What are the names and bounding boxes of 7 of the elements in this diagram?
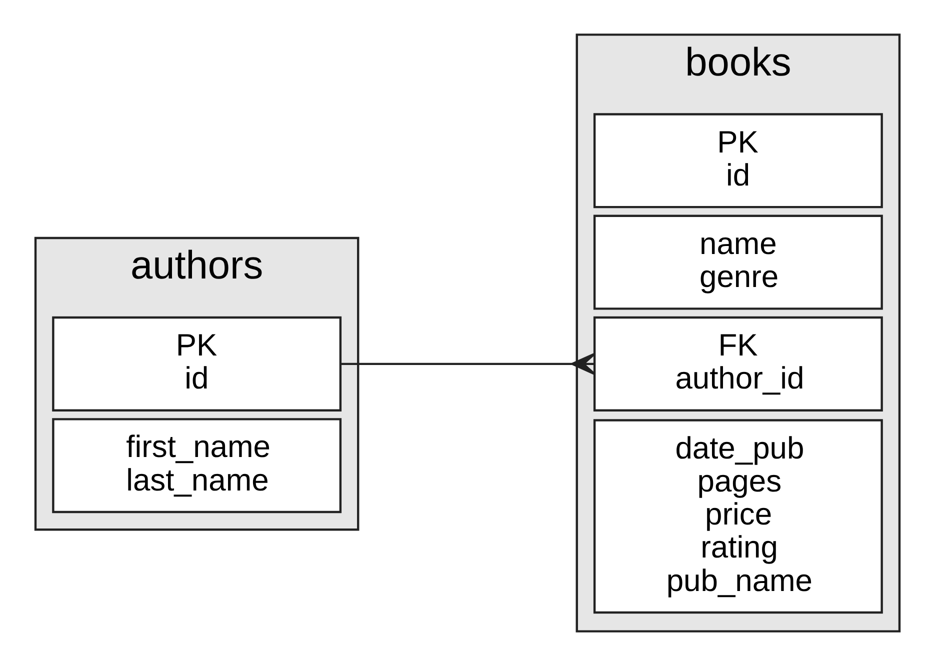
node-box: FK author_id [592, 316, 882, 412]
connector [340, 352, 595, 375]
node-box: name genre [592, 214, 882, 310]
node-box: PK id [592, 113, 882, 208]
node-box: first_name last_name [52, 418, 342, 514]
node-box: date_pub pages price rating pub_name [592, 419, 882, 614]
node-box: PK id [52, 316, 342, 412]
